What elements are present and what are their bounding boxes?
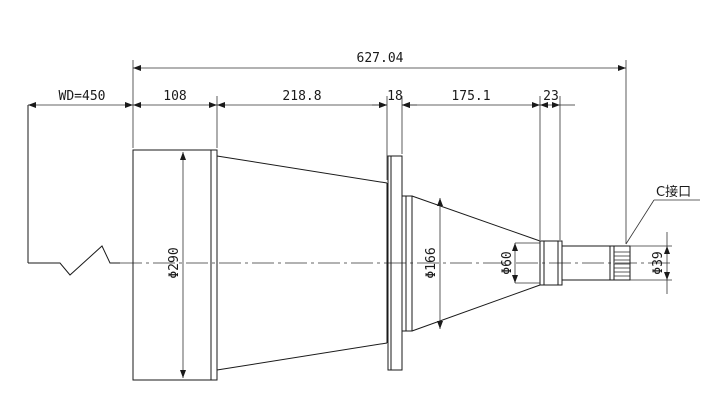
dim-cone: 218.8 <box>217 89 387 108</box>
dim-total-length-label: 627.04 <box>357 51 404 66</box>
dim-dia-front: Φ290 <box>167 152 186 378</box>
dim-total-length: 627.04 <box>133 51 626 71</box>
dim-working-distance-label: WD=450 <box>59 89 106 104</box>
dim-working-distance: WD=450 <box>28 89 133 108</box>
dim-rear-cone-label: 175.1 <box>451 89 490 104</box>
dim-rear-barrel-label: 23 <box>543 89 559 104</box>
working-distance-break-line <box>27 105 120 276</box>
dim-dia-mount: Φ39 <box>630 232 672 294</box>
mid-barrel <box>401 195 413 332</box>
dim-dia-mid-label: Φ166 <box>424 247 439 278</box>
extension-lines <box>132 60 627 244</box>
neck <box>539 240 610 286</box>
dim-front-barrel: 108 <box>133 89 217 108</box>
c-mount-callout: C接口 <box>625 184 700 245</box>
dim-dia-mount-label: Φ39 <box>651 251 666 274</box>
c-mount <box>609 245 631 281</box>
dim-flange: 18 <box>372 89 417 108</box>
dim-flange-label: 18 <box>387 89 403 104</box>
main-cone <box>216 155 388 371</box>
dim-dia-mid: Φ166 <box>424 198 443 329</box>
dim-dia-neck: Φ60 <box>500 242 540 284</box>
dim-front-barrel-label: 108 <box>163 89 186 104</box>
rear-cone <box>411 195 541 332</box>
dim-dia-front-label: Φ290 <box>167 247 182 278</box>
dim-dia-neck-label: Φ60 <box>500 251 515 274</box>
dim-rear-barrel: 23 <box>540 89 575 108</box>
front-barrel <box>132 149 218 381</box>
dim-cone-label: 218.8 <box>282 89 321 104</box>
dim-rear-cone: 175.1 <box>402 89 540 108</box>
c-mount-label: C接口 <box>656 184 691 200</box>
